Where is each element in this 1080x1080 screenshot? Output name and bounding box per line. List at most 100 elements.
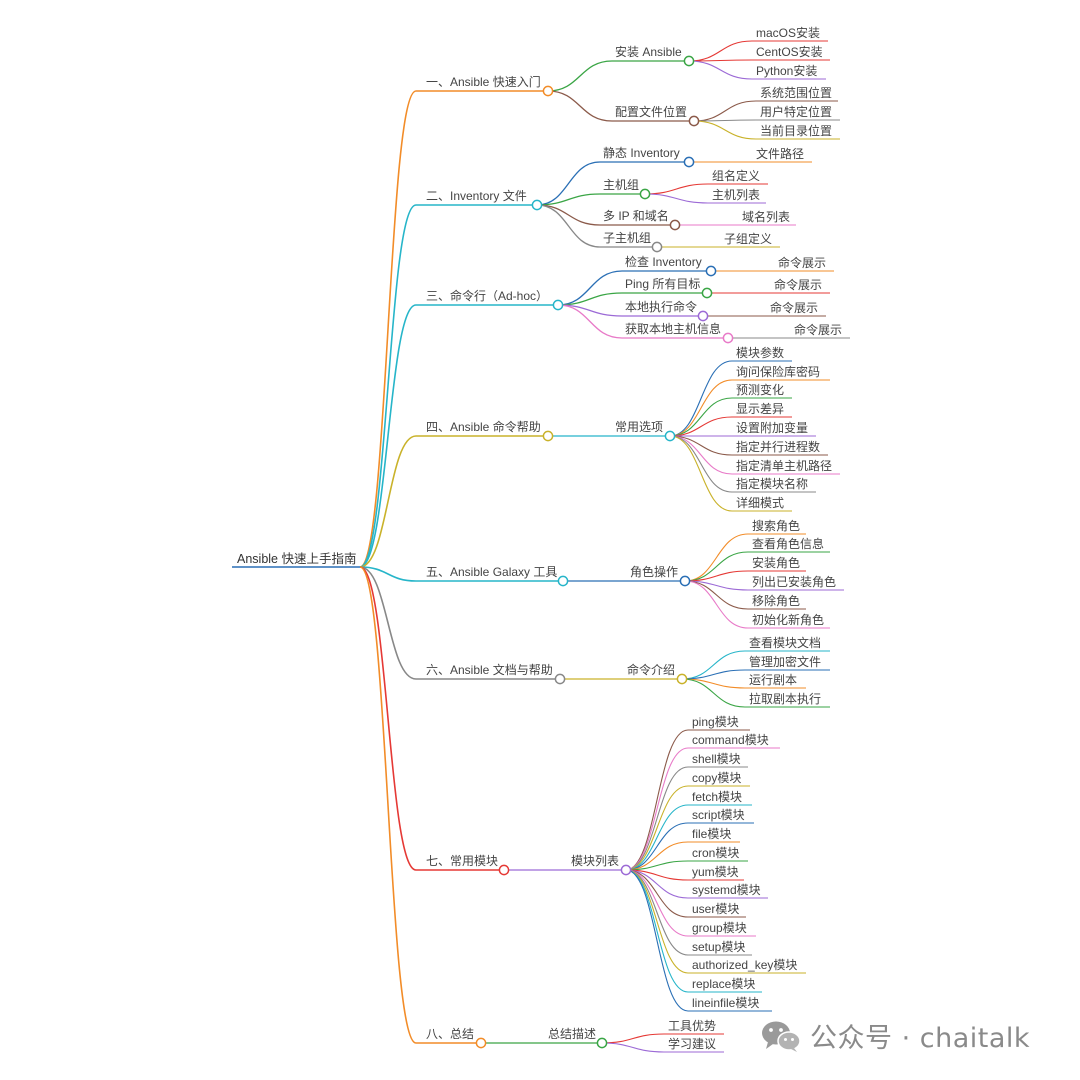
leaf-label: setup模块	[692, 940, 745, 954]
subtopic-label: 检查 Inventory	[625, 254, 702, 269]
section-label: 四、Ansible 命令帮助	[426, 419, 541, 434]
section-node[interactable]	[498, 864, 510, 876]
subtopic-branch-curve	[547, 60, 613, 92]
leaf-branch-curve	[669, 435, 733, 475]
leaf-label: 命令展示	[778, 255, 826, 270]
leaf-branch-curve	[693, 100, 757, 122]
section-node[interactable]	[542, 85, 554, 97]
leaf-label: yum模块	[692, 865, 739, 879]
leaf-label: 指定清单主机路径	[736, 458, 832, 473]
section-node[interactable]	[475, 1037, 487, 1049]
subtopic-node[interactable]	[705, 265, 717, 277]
subtopic-node[interactable]	[688, 115, 700, 127]
leaf-label: CentOS安装	[756, 44, 823, 59]
leaf-label: 命令展示	[770, 300, 818, 315]
section-branch-curve	[359, 566, 417, 871]
subtopic-node[interactable]	[679, 575, 691, 587]
leaf-label: shell模块	[692, 752, 741, 766]
subtopic-node[interactable]	[596, 1037, 608, 1049]
subtopic-branch-curve	[536, 161, 601, 206]
section-node[interactable]	[531, 199, 543, 211]
subtopic-branch-curve	[557, 304, 623, 339]
node-circles	[475, 55, 734, 1049]
leaf-branch-curve	[644, 193, 709, 204]
section-label: 八、总结	[426, 1027, 474, 1041]
leaf-label: 系统范围位置	[760, 85, 832, 100]
section-node[interactable]	[542, 430, 554, 442]
leaf-branch-curve	[625, 822, 689, 871]
leaf-label: 详细模式	[736, 495, 784, 510]
leaf-branch-curve	[684, 551, 749, 582]
leaf-branch-curve	[625, 869, 689, 1012]
leaf-branch-curve	[625, 729, 689, 871]
leaf-label: 查看模块文档	[749, 635, 821, 650]
subtopic-label: 多 IP 和域名	[603, 208, 669, 223]
section-branch-curve	[359, 204, 417, 568]
subtopic-node[interactable]	[664, 430, 676, 442]
subtopic-branch-curve	[536, 193, 601, 206]
subtopic-node[interactable]	[651, 241, 663, 253]
subtopic-node[interactable]	[683, 156, 695, 168]
subtopic-label: 子主机组	[603, 231, 651, 245]
subtopic-label: 获取本地主机信息	[625, 321, 721, 336]
subtopic-label: Ping 所有目标	[625, 277, 700, 291]
leaf-label: 命令展示	[794, 322, 842, 337]
leaf-branch-curve	[688, 40, 753, 62]
leaf-label: 子组定义	[724, 231, 772, 246]
leaf-label: 学习建议	[668, 1036, 716, 1051]
subtopic-node[interactable]	[683, 55, 695, 67]
leaf-label: 域名列表	[742, 209, 790, 224]
leaf-label: file模块	[692, 827, 731, 841]
subtopic-label: 安装 Ansible	[615, 44, 682, 59]
section-node[interactable]	[552, 299, 564, 311]
subtopic-node[interactable]	[620, 864, 632, 876]
section-branch-curve	[359, 566, 417, 582]
leaf-branch-curve	[669, 379, 733, 437]
leaf-label: 搜索角色	[752, 518, 800, 533]
section-label: 五、Ansible Galaxy 工具	[426, 565, 557, 579]
section-branch-curve	[359, 90, 417, 568]
leaf-label: 查看角色信息	[752, 536, 824, 551]
subtopic-node[interactable]	[669, 219, 681, 231]
leaf-branch-curve	[693, 120, 757, 140]
subtopic-label: 常用选项	[615, 420, 663, 434]
leaf-branch-curve	[625, 860, 689, 871]
leaf-label: 工具优势	[668, 1019, 716, 1033]
leaf-label: systemd模块	[692, 883, 761, 897]
leaf-label: user模块	[692, 902, 739, 916]
leaf-label: 显示差异	[736, 402, 784, 416]
subtopic-node[interactable]	[639, 188, 651, 200]
leaf-label: 用户特定位置	[760, 104, 832, 119]
section-label: 七、常用模块	[426, 854, 498, 868]
leaf-label: 询问保险库密码	[736, 364, 820, 379]
subtopic-node[interactable]	[722, 332, 734, 344]
section-node[interactable]	[557, 575, 569, 587]
leaf-branch-curve	[625, 804, 689, 871]
leaf-label: 主机列表	[712, 188, 760, 202]
section-branch-curve	[359, 435, 417, 568]
leaf-label: group模块	[692, 921, 747, 935]
leaf-branch-curve	[684, 580, 749, 629]
subtopic-label: 总结描述	[548, 1027, 596, 1041]
section-label: 一、Ansible 快速入门	[426, 74, 541, 89]
section-node[interactable]	[554, 673, 566, 685]
subtopic-label: 命令介绍	[627, 662, 675, 677]
leaf-label: 初始化新角色	[752, 612, 824, 627]
subtopic-node[interactable]	[676, 673, 688, 685]
leaf-label: fetch模块	[692, 790, 742, 804]
leaf-label: 拉取剧本执行	[749, 691, 821, 706]
leaf-branch-curve	[625, 869, 689, 993]
leaf-label: 模块参数	[736, 345, 784, 360]
leaf-label: cron模块	[692, 846, 739, 860]
leaf-branch-curve	[625, 785, 689, 871]
leaf-label: 组名定义	[712, 168, 760, 183]
watermark-text: 公众号 · chaitalk	[810, 1023, 1031, 1054]
leaf-branch-curve	[625, 747, 689, 871]
subtopic-node[interactable]	[701, 287, 713, 299]
subtopic-branch-curve	[547, 90, 613, 122]
subtopic-node[interactable]	[697, 310, 709, 322]
leaf-label: command模块	[692, 733, 769, 747]
leaf-label: replace模块	[692, 977, 755, 991]
section-label: 三、命令行（Ad-hoc）	[426, 288, 548, 303]
